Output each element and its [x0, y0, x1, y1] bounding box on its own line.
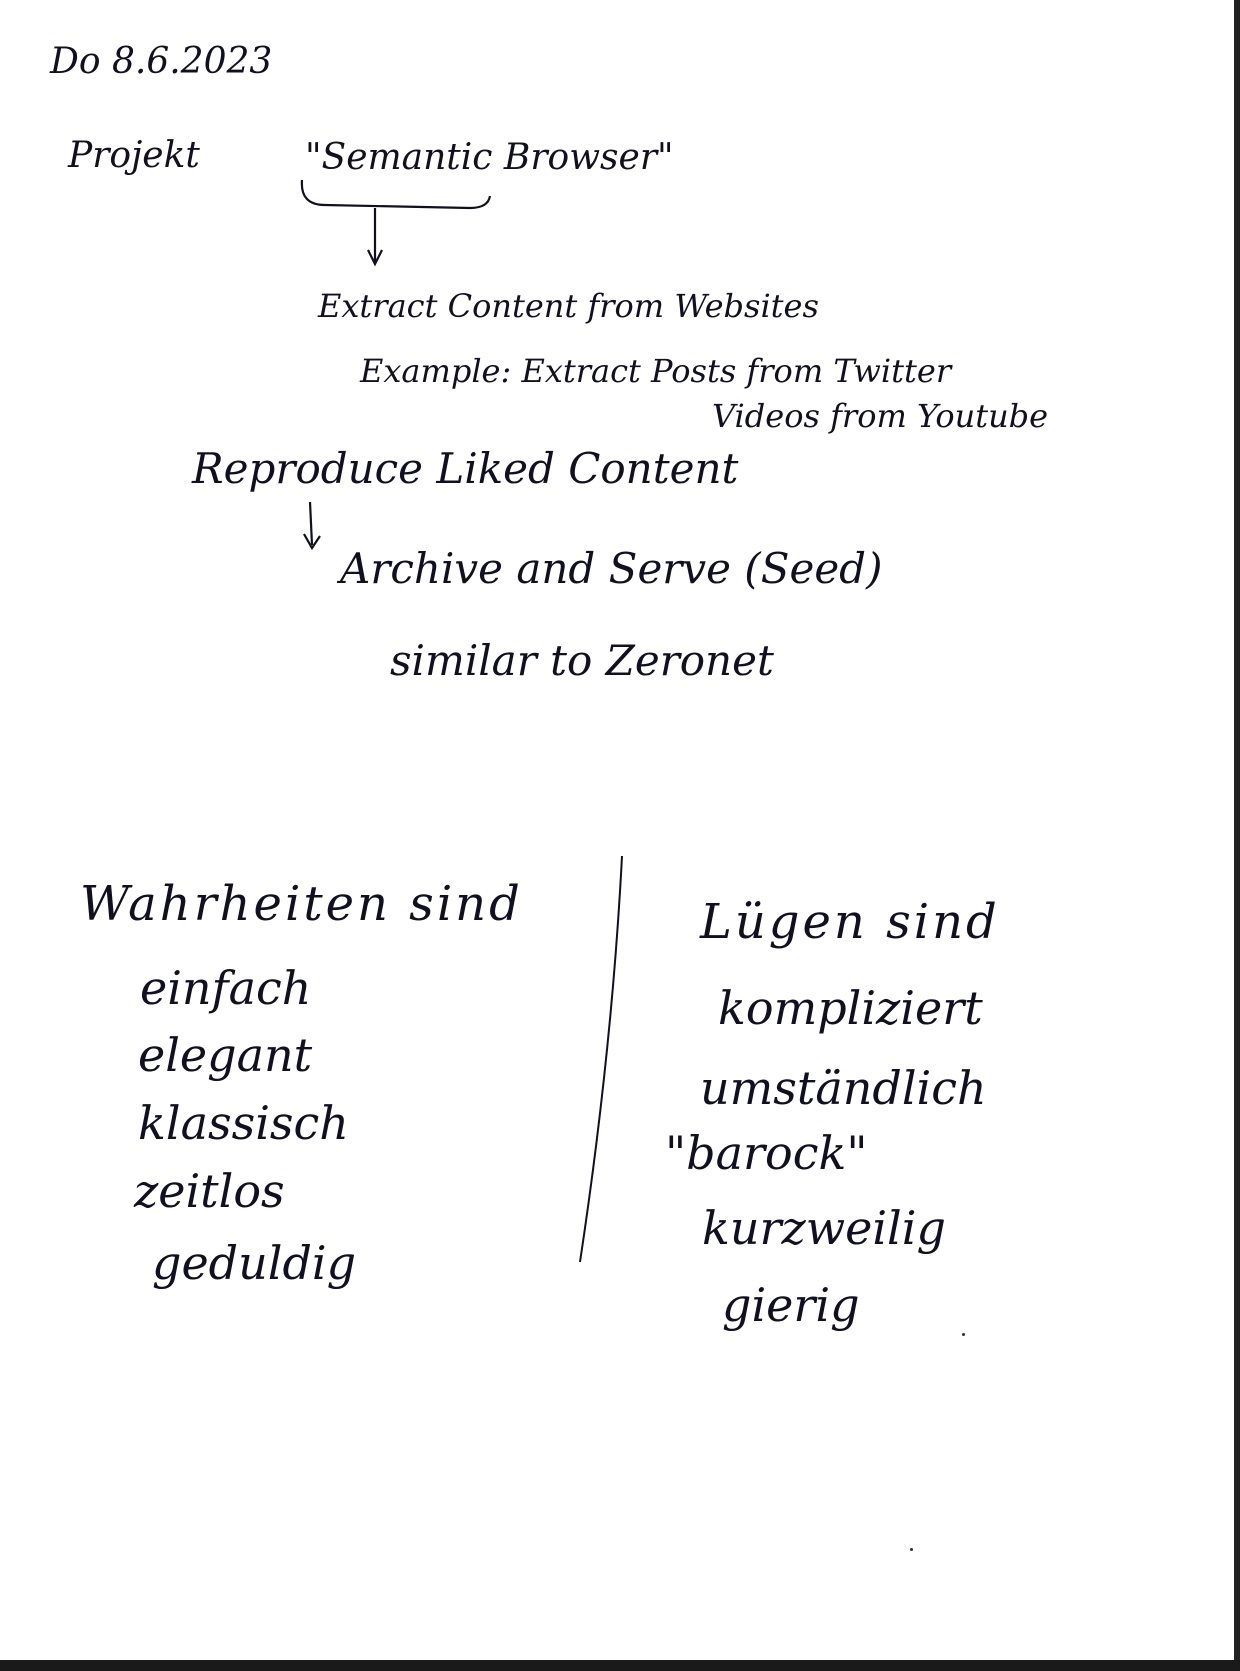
truths-item: klassisch: [138, 1096, 349, 1150]
example-line: Example: Extract Posts from Twitter: [360, 352, 952, 390]
paper-speck: [910, 1548, 913, 1551]
project-title: "Semantic Browser": [305, 137, 674, 178]
extract-line: Extract Content from Websites: [318, 287, 819, 325]
lies-item: kompliziert: [718, 981, 983, 1035]
column-divider: [579, 855, 623, 1263]
project-label: Projekt: [68, 135, 200, 176]
brace-under-semantic: [300, 179, 492, 210]
truths-heading: Wahrheiten sind: [80, 876, 523, 932]
truths-item: zeitlos: [134, 1164, 285, 1218]
lies-item: gierig: [722, 1278, 860, 1332]
reproduce-line: Reproduce Liked Content: [192, 444, 739, 493]
scan-bottom-edge: [0, 1660, 1240, 1671]
truths-item: einfach: [140, 961, 312, 1015]
archive-line: Archive and Serve (Seed): [340, 544, 883, 593]
lies-heading: Lügen sind: [700, 894, 1000, 950]
truths-item: elegant: [138, 1028, 313, 1082]
lies-item: kurzweilig: [702, 1201, 946, 1255]
videos-line: Videos from Youtube: [712, 397, 1049, 435]
truths-item: geduldig: [152, 1236, 357, 1290]
lies-item: umständlich: [700, 1061, 987, 1115]
arrow-hook: [303, 501, 321, 551]
lies-item: "barock": [665, 1126, 868, 1180]
arrow-down: [367, 208, 383, 267]
similar-line: similar to Zeronet: [390, 636, 774, 685]
date-line: Do 8.6.2023: [50, 41, 273, 82]
paper-speck: [962, 1333, 965, 1336]
